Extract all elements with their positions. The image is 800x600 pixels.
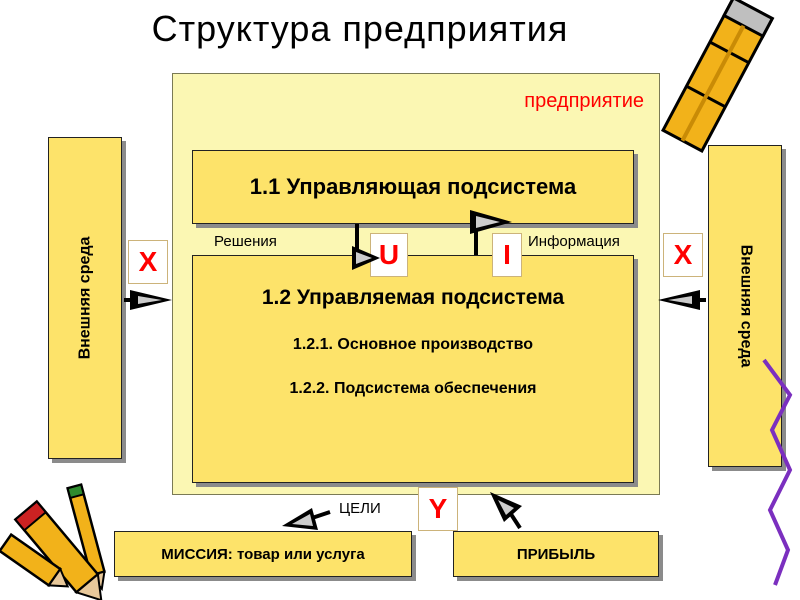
letter-u: U (370, 233, 408, 277)
decisions-label: Решения (214, 233, 277, 250)
arrow-i-information (470, 210, 512, 255)
letter-y: Y (418, 487, 458, 531)
page-title: Структура предприятия (151, 8, 569, 49)
arrow-goals-to-mission (282, 508, 331, 530)
managed-subsystem-item-1: 1.2.1. Основное производство (292, 336, 534, 353)
letter-i: I (492, 233, 522, 277)
pencil-icon (660, 0, 775, 153)
information-label: Информация (528, 233, 620, 250)
control-subsystem-box: 1.1 Управляющая подсистема (192, 150, 634, 224)
profit-label: ПРИБЫЛЬ (516, 545, 596, 563)
mission-label: МИССИЯ: товар или услуга (161, 545, 365, 563)
arrow-left-env-in (124, 290, 172, 310)
scribble-icon (762, 358, 793, 586)
environment-right-box: Внешняя среда (708, 145, 782, 467)
managed-subsystem-item-2: 1.2.2. Подсистема обеспечения (289, 380, 537, 397)
arrow-right-env-in (658, 290, 706, 310)
letter-x-left: X (128, 240, 168, 284)
control-subsystem-label: 1.1 Управляющая подсистема (249, 174, 577, 199)
mission-box: МИССИЯ: товар или услуга (114, 531, 412, 577)
pencils-group-icon (0, 483, 106, 600)
managed-subsystem-box: 1.2 Управляемая подсистема 1.2.1. Основн… (192, 255, 634, 483)
letter-x-right: X (663, 233, 703, 277)
environment-left-box: Внешняя среда (48, 137, 122, 459)
arrow-profit-to-enterprise (490, 492, 522, 530)
managed-subsystem-heading: 1.2 Управляемая подсистема (261, 286, 565, 309)
profit-box: ПРИБЫЛЬ (453, 531, 659, 577)
arrow-u-decisions (352, 224, 380, 270)
goals-label: ЦЕЛИ (339, 500, 381, 517)
enterprise-label: предприятие (524, 90, 644, 112)
